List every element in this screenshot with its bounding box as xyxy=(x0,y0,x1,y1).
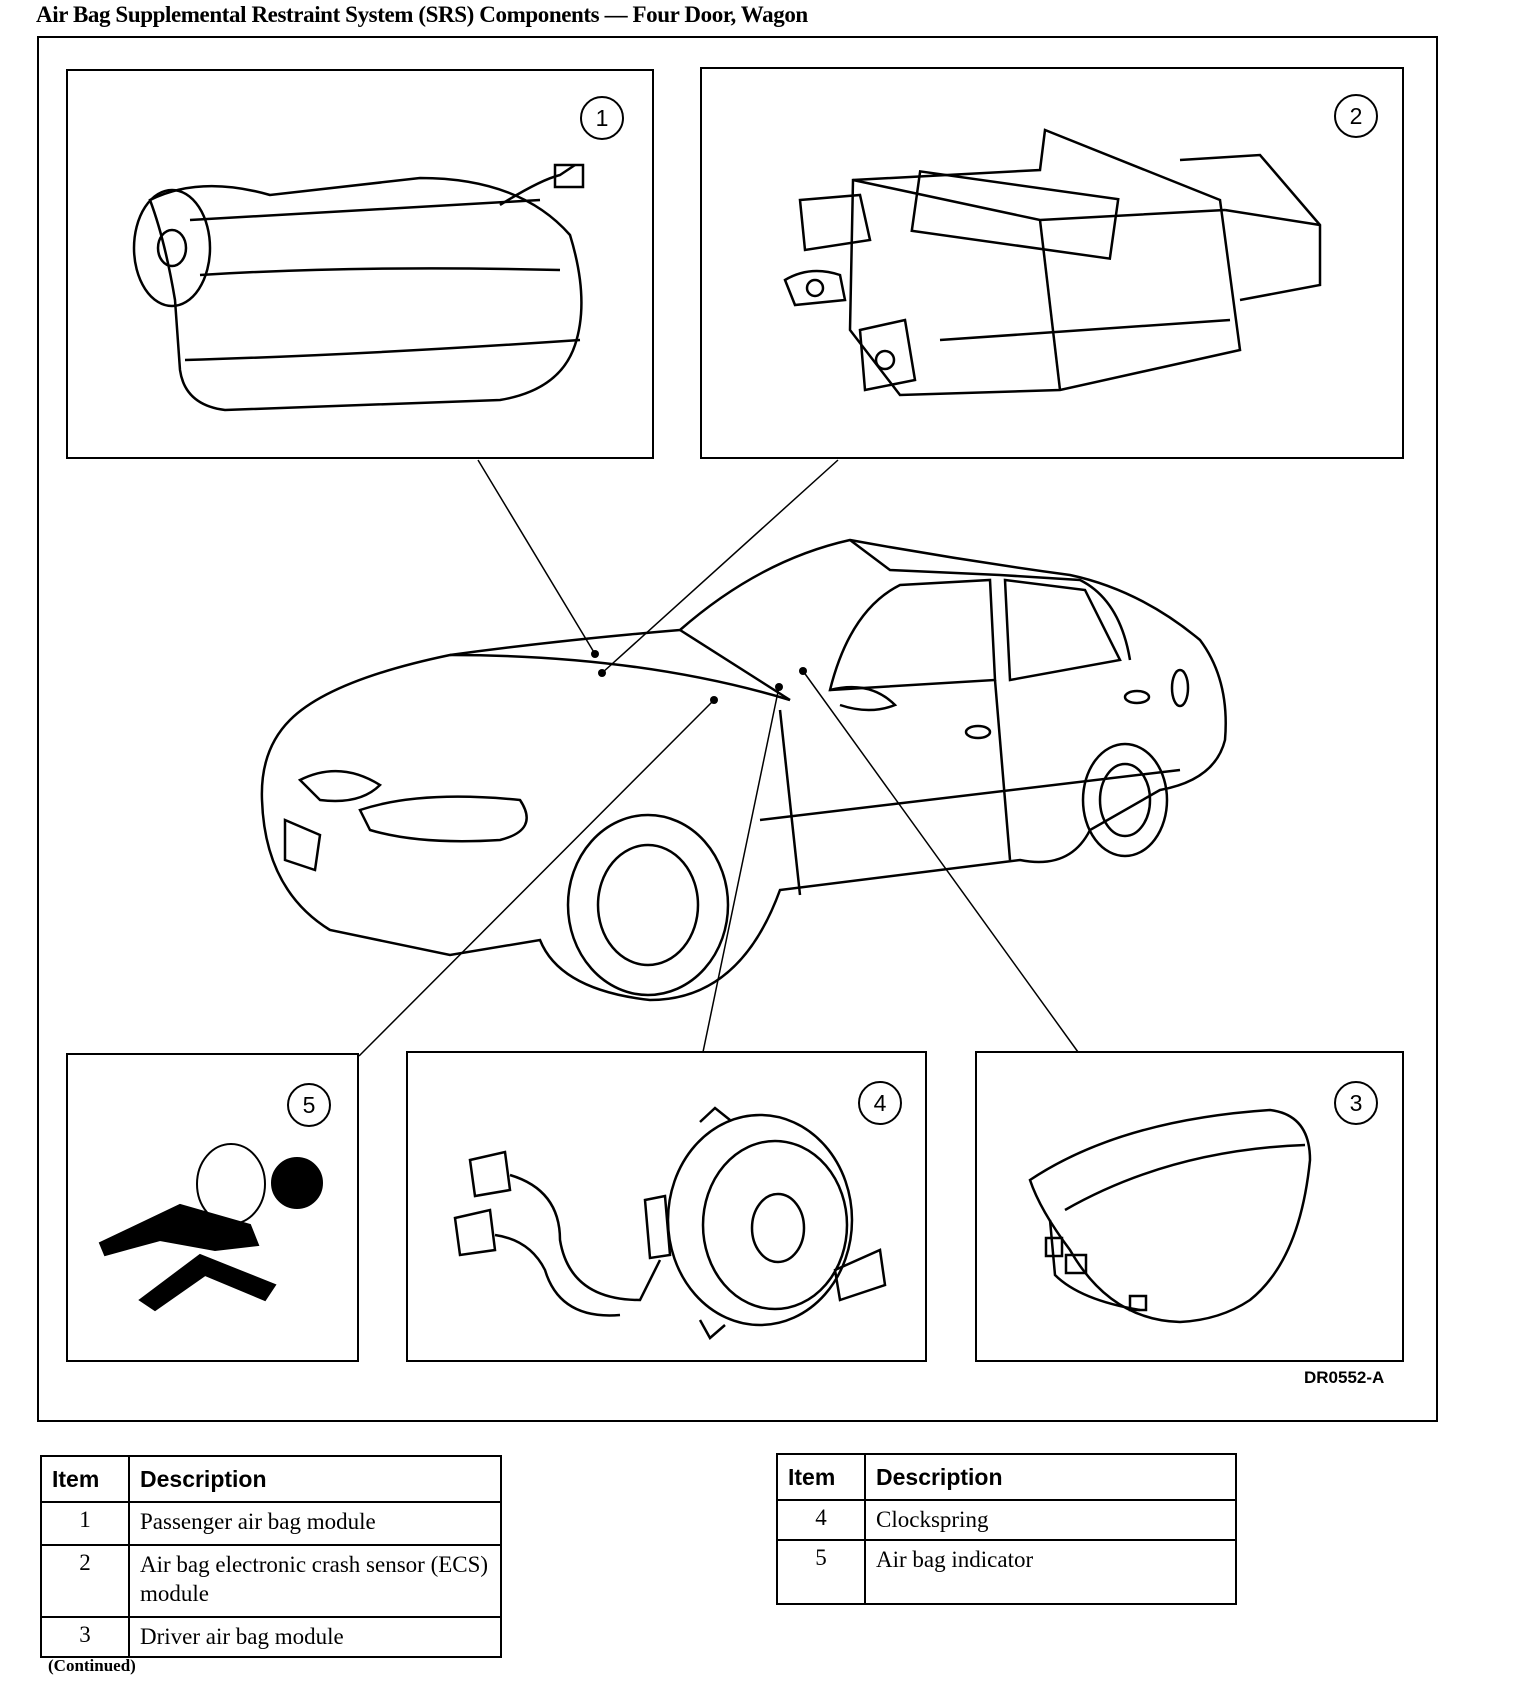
vehicle-illustration xyxy=(260,538,1227,1002)
diagram-frame xyxy=(37,36,1438,1422)
callout-3: 3 xyxy=(1334,1081,1378,1125)
panel-5 xyxy=(66,1053,359,1362)
legend-row: 3 Driver air bag module xyxy=(40,1616,502,1658)
legend-row: 1 Passenger air bag module xyxy=(40,1501,502,1546)
airbag-indicator-icon xyxy=(98,1143,323,1312)
panel-2 xyxy=(700,67,1404,459)
callout-4: 4 xyxy=(858,1081,902,1125)
continued-note: (Continued) xyxy=(48,1656,136,1675)
legend-item-description: Clockspring xyxy=(864,1499,1237,1541)
legend-header-row: Item Description xyxy=(776,1453,1237,1501)
clockspring-illustration xyxy=(453,1106,887,1340)
legend-table-left: Item Description 1 Passenger air bag mod… xyxy=(40,1455,502,1658)
legend-item-number: 1 xyxy=(40,1501,130,1546)
panel-4 xyxy=(406,1051,927,1362)
legend-header-description: Description xyxy=(128,1455,502,1503)
legend-item-description: Driver air bag module xyxy=(128,1616,502,1658)
driver-airbag-illustration xyxy=(1028,1108,1312,1324)
legend-item-number: 3 xyxy=(40,1616,130,1658)
panel-1 xyxy=(66,69,654,459)
diagram-title: Air Bag Supplemental Restraint System (S… xyxy=(36,2,808,27)
passenger-airbag-illustration xyxy=(132,163,585,412)
component-locator-dots xyxy=(591,650,807,704)
figure-id: DR0552-A xyxy=(1304,1368,1385,1387)
legend-row: 2 Air bag electronic crash sensor (ECS) … xyxy=(40,1544,502,1618)
legend-item-number: 5 xyxy=(776,1539,866,1605)
callout-1: 1 xyxy=(580,96,624,140)
legend-header-description: Description xyxy=(864,1453,1237,1501)
legend-item-description: Air bag electronic crash sensor (ECS) mo… xyxy=(128,1544,502,1618)
legend-row: 4 Clockspring xyxy=(776,1499,1237,1541)
legend-item-description: Air bag indicator xyxy=(864,1539,1237,1605)
legend-item-description: Passenger air bag module xyxy=(128,1501,502,1546)
legend-header-item: Item xyxy=(776,1453,866,1501)
legend-row: 5 Air bag indicator xyxy=(776,1539,1237,1605)
panel-3 xyxy=(975,1051,1404,1362)
legend-item-number: 2 xyxy=(40,1544,130,1618)
legend-table-right: Item Description 4 Clockspring 5 Air bag… xyxy=(776,1453,1237,1605)
legend-header-row: Item Description xyxy=(40,1455,502,1503)
callout-2: 2 xyxy=(1334,94,1378,138)
legend-item-number: 4 xyxy=(776,1499,866,1541)
callout-5: 5 xyxy=(287,1083,331,1127)
ecs-module-illustration xyxy=(783,128,1322,397)
leader-lines xyxy=(358,459,1079,1057)
legend-header-item: Item xyxy=(40,1455,130,1503)
